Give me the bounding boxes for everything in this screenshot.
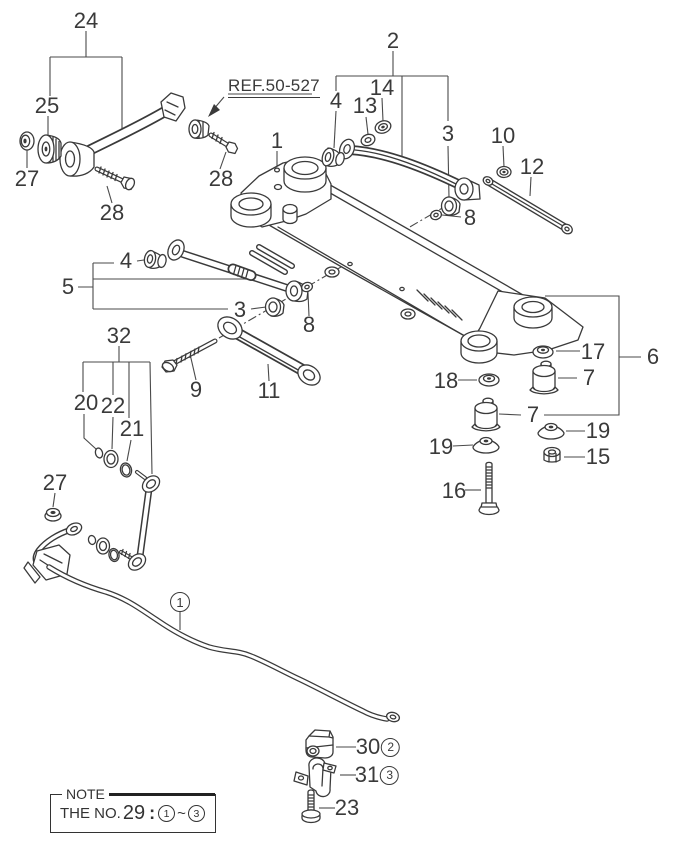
callout-22: 22 (100, 393, 126, 418)
washer-13 (360, 133, 376, 147)
bushing-lower (95, 537, 111, 555)
callout-8-lower: 8 (302, 312, 316, 337)
oring-21 (119, 462, 133, 478)
note-title: NOTE (62, 786, 109, 802)
clamp-31 (293, 757, 337, 798)
callout-23: 23 (334, 795, 360, 820)
lower-arm-5 (167, 239, 309, 303)
ref-label: REF.50-527 (228, 76, 320, 98)
bushing-25 (37, 134, 62, 164)
callout-4-upper: 4 (329, 88, 343, 113)
callout-19-right: 19 (585, 418, 611, 443)
note-prefix: THE NO. (60, 805, 121, 822)
callout-24: 24 (73, 8, 99, 33)
callout-14: 14 (369, 75, 395, 100)
callout-30: 30 2 (356, 736, 401, 758)
oring-lower-small (87, 534, 97, 546)
callout-31: 31 3 (355, 764, 400, 786)
callout-6: 6 (646, 344, 660, 369)
callout-1-crossmember: 1 (270, 128, 284, 153)
callout-16: 16 (441, 478, 467, 503)
note-colon: : (149, 803, 156, 823)
note-text: THE NO. 29 : 1 ~ 3 (60, 802, 205, 825)
callout-18: 18 (433, 368, 459, 393)
note-range-to: 3 (187, 805, 205, 822)
callout-2: 2 (386, 28, 400, 53)
callout-28-upper: 28 (208, 166, 234, 191)
callout-13: 13 (352, 93, 378, 118)
nut-27-lower (44, 507, 62, 522)
bushing-7-lower (471, 397, 501, 432)
track-bar-11 (217, 316, 321, 386)
washer-19-right (537, 422, 565, 440)
callout-3-lower: 3 (233, 297, 247, 322)
callout-28-lower: 28 (99, 200, 125, 225)
bushing-7-upper (529, 360, 559, 395)
bushing-4-lower (143, 249, 167, 270)
ref-arrow-head (208, 104, 220, 117)
callout-32: 32 (106, 323, 132, 348)
callout-10: 10 (490, 123, 516, 148)
washer-17 (532, 345, 554, 359)
bushing-3-lower (264, 297, 285, 318)
callout-17: 17 (580, 339, 606, 364)
bushing-4-upper (321, 147, 345, 168)
callout-19-left: 19 (428, 434, 454, 459)
stabilizer-link (119, 470, 161, 571)
callout-4-lower: 4 (119, 248, 133, 273)
bolt-28-lower (94, 166, 136, 191)
note-number: 29 (122, 802, 146, 824)
washer-8-lower (300, 281, 314, 293)
trailing-arm-24 (59, 92, 186, 177)
callout-7-upper: 7 (582, 365, 596, 390)
nut-10 (496, 165, 512, 179)
bushing-22 (103, 449, 119, 469)
note-box: NOTE THE NO. 29 : 1 ~ 3 (50, 786, 216, 833)
oring-lower (108, 547, 120, 563)
nut-14 (374, 120, 392, 134)
callout-12: 12 (519, 154, 545, 179)
link-12 (482, 176, 573, 235)
stabilizer-bar (46, 564, 401, 723)
ref-bushing (188, 119, 210, 140)
callout-21: 21 (119, 416, 145, 441)
crossmember (230, 156, 584, 364)
washer-18 (478, 373, 500, 387)
bolt-16 (478, 461, 500, 516)
nut-15 (543, 446, 561, 463)
callout-7-lower: 7 (526, 402, 540, 427)
oring-20 (94, 447, 104, 459)
callout-stabilizer-bar: 1 (170, 592, 190, 612)
nut-27-top (19, 131, 35, 151)
callout-5: 5 (61, 274, 75, 299)
note-range-tilde: ~ (177, 805, 186, 822)
upper-arm-2 (338, 138, 481, 201)
callout-11: 11 (257, 378, 281, 403)
callout-15: 15 (585, 444, 611, 469)
callout-27-top: 27 (14, 166, 40, 191)
callout-8-upper: 8 (463, 205, 477, 230)
bolt-23 (301, 789, 321, 824)
bushing-30 (305, 729, 334, 759)
note-rule (109, 793, 215, 797)
washer-8-upper (429, 209, 443, 221)
callout-3-upper: 3 (441, 121, 455, 146)
bushing-3-upper (440, 196, 461, 217)
callout-1-target-hole (273, 167, 281, 173)
callout-20: 20 (73, 390, 99, 415)
callout-25: 25 (34, 93, 60, 118)
callout-9: 9 (189, 377, 203, 402)
bolt-28-upper (208, 131, 239, 155)
note-range-from: 1 (158, 805, 176, 822)
stabilizer-bracket (23, 522, 83, 584)
washer-19-left (472, 436, 500, 454)
callout-27-lower: 27 (42, 470, 68, 495)
bolt-9 (161, 338, 218, 373)
